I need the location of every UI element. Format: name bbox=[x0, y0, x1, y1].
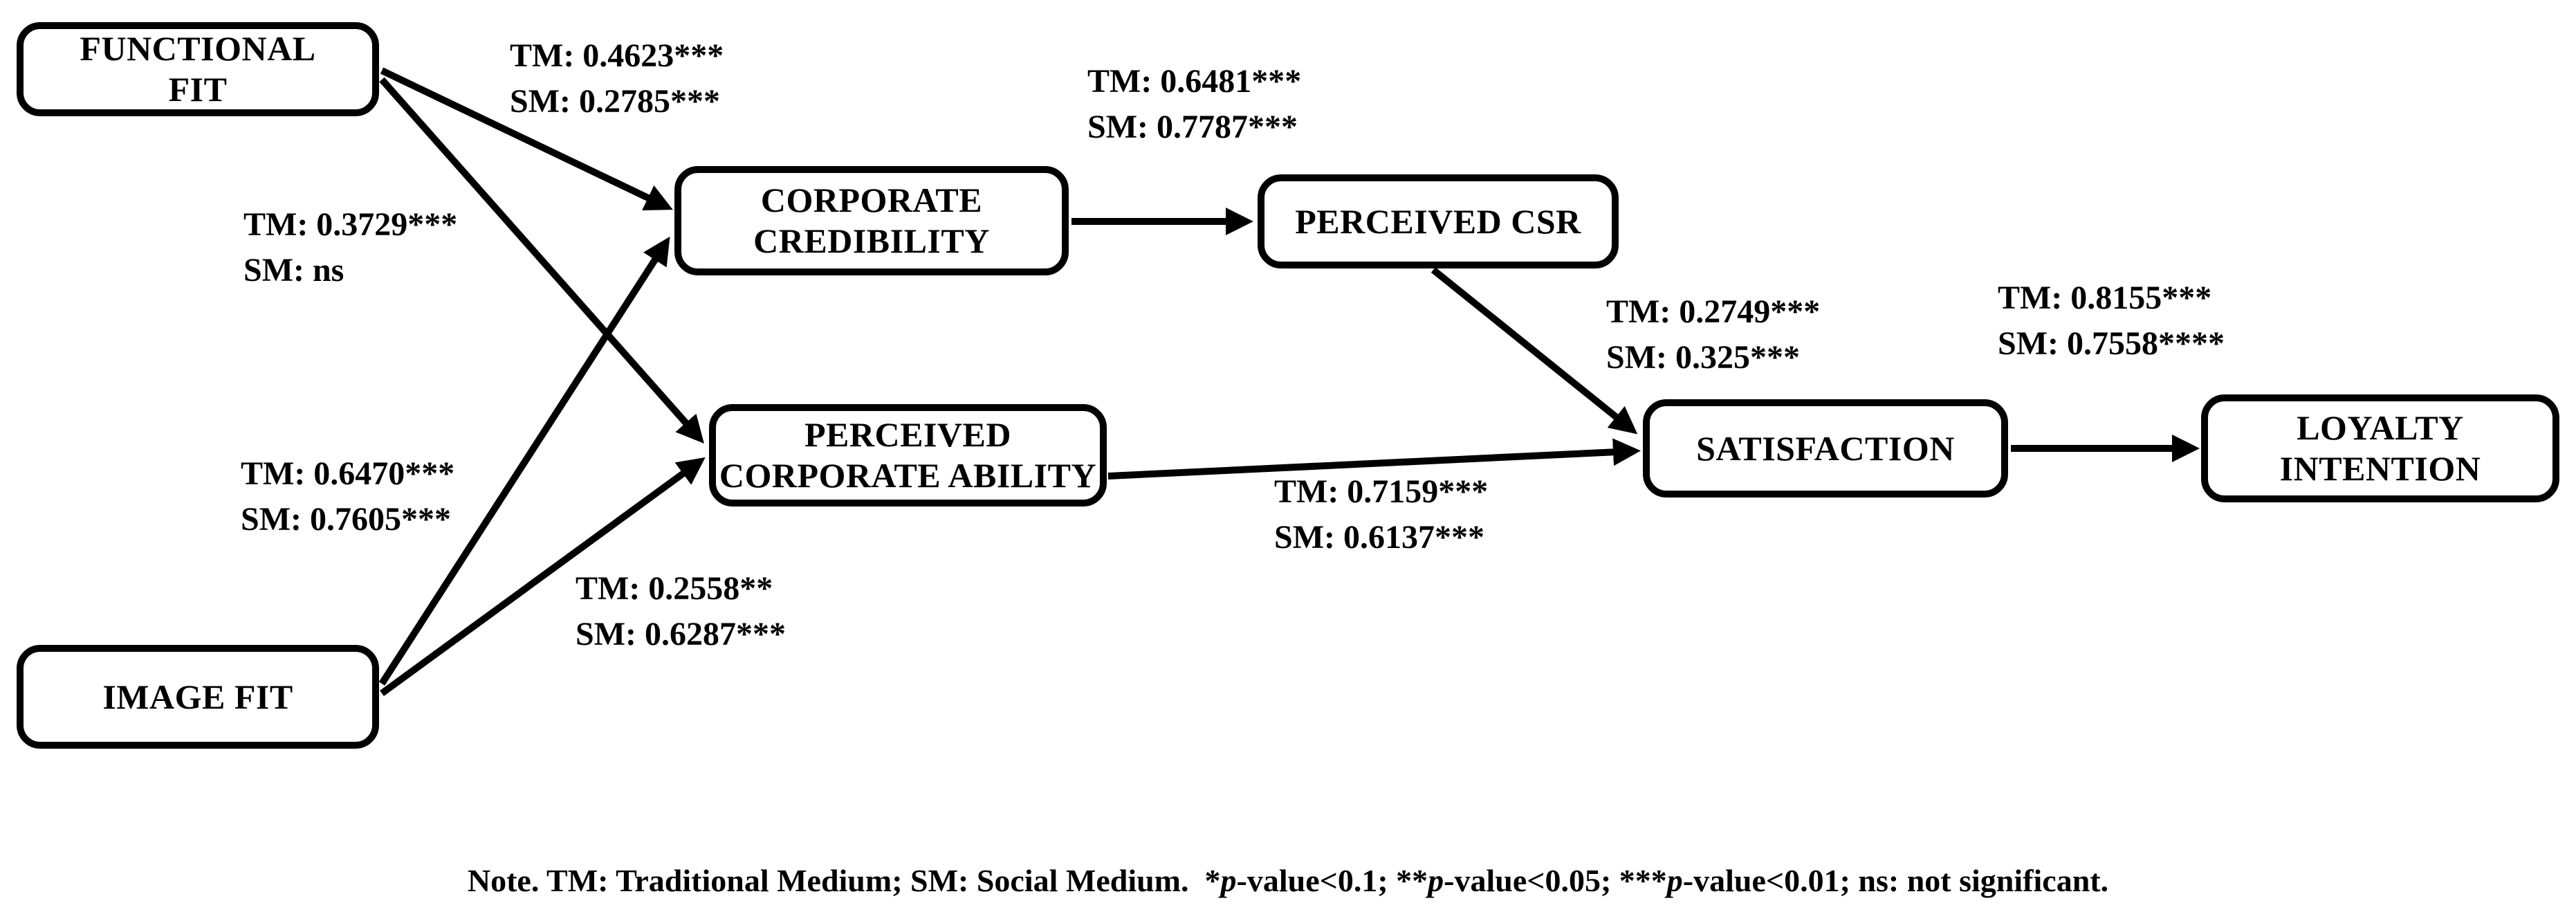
node-label-line: PERCEIVED CSR bbox=[1295, 201, 1581, 241]
sm-coefficient: SM: ns bbox=[243, 252, 344, 289]
note-text: -value<0.1; ** bbox=[1236, 863, 1428, 898]
tm-coefficient: TM: 0.4623*** bbox=[510, 37, 724, 74]
arrow-perceived-corporate-ability-to-satisfaction bbox=[1107, 438, 1641, 480]
node-label-line: SATISFACTION bbox=[1696, 428, 1955, 468]
node-corporate-credibility: CORPORATE CREDIBILITY bbox=[674, 166, 1069, 275]
tm-coefficient: TM: 0.7159*** bbox=[1274, 473, 1489, 510]
arrow-image-fit-to-perceived-corporate-ability bbox=[380, 457, 706, 697]
node-satisfaction: SATISFACTION bbox=[1643, 399, 2008, 498]
node-label-line: CORPORATE bbox=[760, 181, 983, 219]
edge-label-satisfaction-loyalty-intention: TM: 0.8155*** SM: 0.7558**** bbox=[1998, 275, 2225, 367]
node-label-line: INTENTION bbox=[2279, 449, 2481, 488]
edge-label-image-fit-perceived-corporate-ability: TM: 0.2558** SM: 0.6287*** bbox=[576, 566, 786, 657]
note-text: -value<0.01; ns: not significant. bbox=[1682, 863, 2109, 898]
sm-coefficient: SM: 0.7605*** bbox=[241, 501, 451, 538]
edge-label-perceived-csr-satisfaction: TM: 0.2749*** SM: 0.325*** bbox=[1606, 289, 1820, 381]
node-image-fit: IMAGE FIT bbox=[17, 645, 379, 749]
note-text: Note. TM: Traditional Medium; SM: Social… bbox=[467, 863, 1221, 898]
node-functional-fit: FUNCTIONAL FIT bbox=[17, 22, 379, 116]
node-perceived-csr: PERCEIVED CSR bbox=[1258, 174, 1619, 268]
sm-coefficient: SM: 0.2785*** bbox=[510, 83, 720, 120]
sm-coefficient: SM: 0.7787*** bbox=[1087, 109, 1298, 146]
tm-coefficient: TM: 0.6470*** bbox=[241, 455, 455, 492]
node-label-line: IMAGE FIT bbox=[102, 677, 293, 716]
note-p-italic: p bbox=[1428, 863, 1444, 898]
note-p-italic: p bbox=[1220, 863, 1237, 898]
node-loyalty-intention: LOYALTY INTENTION bbox=[2201, 394, 2559, 502]
node-label-line: FUNCTIONAL bbox=[80, 29, 316, 68]
node-label-line: FIT bbox=[168, 70, 228, 109]
tm-coefficient: TM: 0.8155*** bbox=[1998, 280, 2212, 316]
sm-coefficient: SM: 0.7558**** bbox=[1998, 325, 2225, 363]
node-label-line: CORPORATE ABILITY bbox=[719, 456, 1097, 495]
note-p-italic: p bbox=[1666, 863, 1683, 898]
edge-label-perceived-corporate-ability-satisfaction: TM: 0.7159*** SM: 0.6137*** bbox=[1274, 469, 1488, 560]
figure-note: Note. TM: Traditional Medium; SM: Social… bbox=[0, 862, 2576, 899]
tm-coefficient: TM: 0.3729*** bbox=[243, 206, 458, 243]
arrow-functional-fit-to-perceived-corporate-ability bbox=[379, 77, 704, 444]
sm-coefficient: SM: 0.325*** bbox=[1606, 339, 1800, 376]
edge-label-functional-fit-corporate-credibility: TM: 0.4623*** SM: 0.2785*** bbox=[510, 33, 724, 125]
node-label-line: PERCEIVED bbox=[804, 415, 1011, 454]
tm-coefficient: TM: 0.2749*** bbox=[1606, 293, 1821, 330]
edge-label-image-fit-corporate-credibility: TM: 0.6470*** SM: 0.7605*** bbox=[241, 451, 454, 542]
tm-coefficient: TM: 0.2558** bbox=[576, 570, 773, 607]
edge-label-corporate-credibility-perceived-csr: TM: 0.6481*** SM: 0.7787*** bbox=[1087, 59, 1301, 150]
sm-coefficient: SM: 0.6287*** bbox=[576, 616, 786, 653]
node-label-line: CREDIBILITY bbox=[753, 221, 990, 260]
node-perceived-corporate-ability: PERCEIVED CORPORATE ABILITY bbox=[709, 404, 1107, 507]
tm-coefficient: TM: 0.6481*** bbox=[1087, 63, 1302, 100]
note-text: -value<0.05; *** bbox=[1444, 863, 1667, 898]
edge-label-functional-fit-perceived-corporate-ability: TM: 0.3729*** SM: ns bbox=[243, 202, 457, 293]
sm-coefficient: SM: 0.6137*** bbox=[1274, 519, 1484, 556]
node-label-line: LOYALTY bbox=[2297, 408, 2464, 447]
arrow-functional-fit-to-corporate-credibility bbox=[380, 67, 673, 210]
arrow-image-fit-to-corporate-credibility bbox=[378, 236, 670, 686]
arrow-perceived-csr-to-satisfaction bbox=[1430, 267, 1638, 435]
